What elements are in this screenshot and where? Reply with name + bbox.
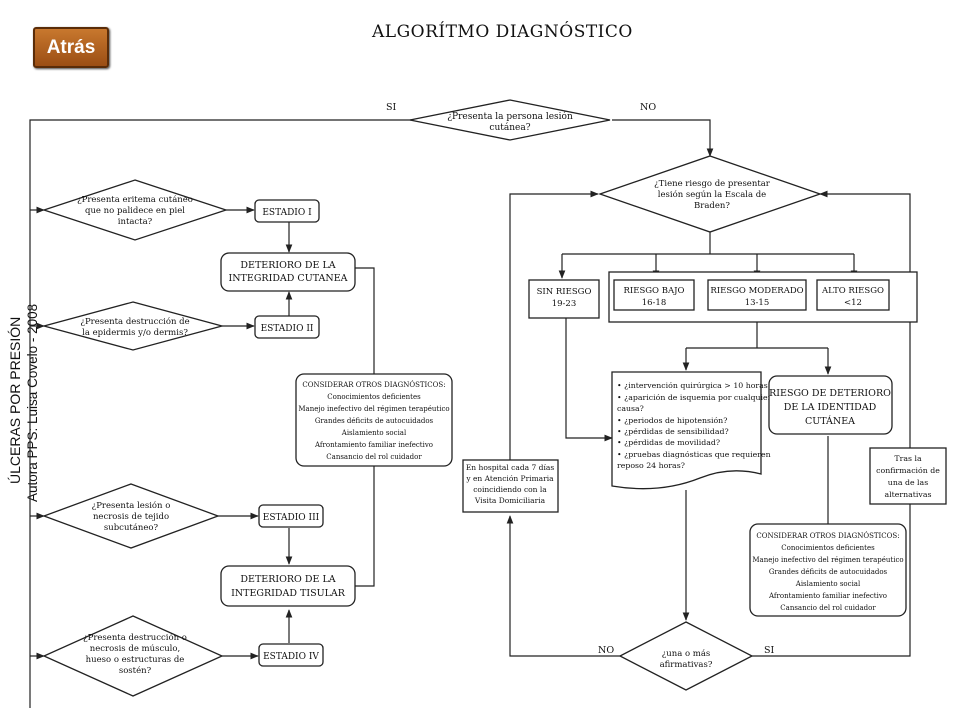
svg-text:• ¿pérdidas de sensibilidad?: • ¿pérdidas de sensibilidad? bbox=[617, 427, 729, 436]
svg-text:Cansancio del rol cuidador: Cansancio del rol cuidador bbox=[780, 604, 876, 612]
svg-text:En hospital cada 7 días: En hospital cada 7 días bbox=[466, 463, 555, 472]
svg-text:CUTÁNEA: CUTÁNEA bbox=[805, 415, 855, 427]
svg-text:¿una o más: ¿una o más bbox=[662, 648, 711, 659]
svg-text:Manejo inefectivo del régimen: Manejo inefectivo del régimen terapéutic… bbox=[752, 556, 903, 564]
svg-text:¿Presenta lesión o: ¿Presenta lesión o bbox=[92, 500, 171, 511]
svg-text:ESTADIO I: ESTADIO I bbox=[262, 208, 312, 218]
stage-4-box: ESTADIO IV bbox=[258, 643, 324, 667]
tras-confirmacion-box: Tras la confirmación de una de las alter… bbox=[869, 447, 947, 505]
preguntas-box: • ¿intervención quirúrgica > 10 horas • … bbox=[611, 371, 772, 490]
svg-text:¿Presenta eritema cutáneo: ¿Presenta eritema cutáneo bbox=[77, 194, 193, 205]
svg-text:necrosis de músculo,: necrosis de músculo, bbox=[90, 643, 180, 654]
riesgo-bajo-box: RIESGO BAJO 16-18 bbox=[613, 279, 695, 311]
decision-necrosis: ¿Presenta lesión o necrosis de tejido su… bbox=[42, 483, 220, 549]
svg-text:sostén?: sostén? bbox=[119, 665, 152, 676]
svg-text:Aislamiento social: Aislamiento social bbox=[341, 429, 407, 437]
svg-text:• ¿pérdidas de movilidad?: • ¿pérdidas de movilidad? bbox=[617, 438, 720, 447]
decision-braden: ¿Tiene riesgo de presentar lesión según … bbox=[598, 155, 822, 233]
svg-text:ESTADIO II: ESTADIO II bbox=[261, 324, 314, 334]
svg-text:¿Tiene riesgo de presentar: ¿Tiene riesgo de presentar bbox=[654, 179, 771, 189]
svg-text:Cansancio del rol cuidador: Cansancio del rol cuidador bbox=[326, 453, 422, 461]
svg-text:ESTADIO III: ESTADIO III bbox=[263, 513, 320, 523]
svg-text:19-23: 19-23 bbox=[552, 299, 577, 309]
alto-riesgo-box: ALTO RIESGO <12 bbox=[816, 279, 890, 311]
stage-3-box: ESTADIO III bbox=[258, 504, 324, 528]
riesgo-deterioro-box: RIESGO DE DETERIORO DE LA IDENTIDAD CUTÁ… bbox=[768, 375, 893, 435]
connectors bbox=[29, 119, 911, 708]
label-no-bottom: NO bbox=[598, 645, 614, 656]
deterioro-cutanea-box: DETERIORO DE LA INTEGRIDAD CUTANEA bbox=[220, 252, 356, 292]
svg-text:coincidiendo con la: coincidiendo con la bbox=[473, 485, 547, 494]
svg-text:¿Presenta la persona lesión: ¿Presenta la persona lesión bbox=[447, 111, 573, 122]
svg-text:alternativas: alternativas bbox=[885, 490, 932, 499]
decision-afirmativas: ¿una o más afirmativas? bbox=[618, 621, 754, 691]
svg-text:ESTADIO IV: ESTADIO IV bbox=[263, 652, 319, 662]
decision-musculo: ¿Presenta destrucción o necrosis de músc… bbox=[42, 615, 224, 697]
stage-1-box: ESTADIO I bbox=[254, 199, 320, 223]
stage-2-box: ESTADIO II bbox=[254, 315, 320, 339]
svg-text:Visita Domiciliaria: Visita Domiciliaria bbox=[474, 496, 546, 505]
label-si-top: SI bbox=[386, 102, 397, 113]
decision-lesion: ¿Presenta la persona lesión cutánea? bbox=[409, 99, 611, 141]
svg-text:reposo 24 horas?: reposo 24 horas? bbox=[617, 461, 685, 470]
decision-epidermis: ¿Presenta destrucción de la epidermis y/… bbox=[41, 301, 225, 351]
svg-text:Grandes déficits de autocuidad: Grandes déficits de autocuidados bbox=[769, 568, 888, 576]
svg-text:RIESGO MODERADO: RIESGO MODERADO bbox=[710, 286, 803, 296]
hospital-box: En hospital cada 7 días y en Atención Pr… bbox=[462, 459, 559, 513]
svg-text:CONSIDERAR OTROS DIAGNÓSTICOS:: CONSIDERAR OTROS DIAGNÓSTICOS: bbox=[302, 380, 445, 389]
svg-text:Tras la: Tras la bbox=[894, 454, 922, 463]
svg-text:INTEGRIDAD CUTANEA: INTEGRIDAD CUTANEA bbox=[228, 273, 347, 284]
svg-text:intacta?: intacta? bbox=[118, 217, 153, 227]
svg-text:confirmación de: confirmación de bbox=[876, 466, 940, 475]
svg-text:• ¿pruebas diagnósticas que r: • ¿pruebas diagnósticas que requieren bbox=[617, 450, 771, 459]
back-button[interactable]: Atrás bbox=[33, 27, 109, 68]
svg-text:subcutáneo?: subcutáneo? bbox=[104, 522, 159, 533]
svg-text:• ¿periodos de hipotensión?: • ¿periodos de hipotensión? bbox=[617, 416, 727, 425]
svg-text:Aislamiento social: Aislamiento social bbox=[795, 580, 861, 588]
svg-text:¿Presenta destrucción o: ¿Presenta destrucción o bbox=[83, 632, 187, 643]
svg-text:DETERIORO DE LA: DETERIORO DE LA bbox=[240, 574, 335, 585]
svg-text:y en Atención Primaria: y en Atención Primaria bbox=[465, 474, 554, 483]
svg-text:lesión según la Escala de: lesión según la Escala de bbox=[658, 189, 766, 200]
label-no-top: NO bbox=[640, 102, 656, 113]
otros-diagnosticos-right: CONSIDERAR OTROS DIAGNÓSTICOS: Conocimie… bbox=[749, 523, 907, 617]
deterioro-tisular-box: DETERIORO DE LA INTEGRIDAD TISULAR bbox=[220, 565, 356, 607]
svg-text:Afrontamiento familiar inefect: Afrontamiento familiar inefectivo bbox=[314, 441, 433, 449]
svg-text:Conocimientos deficientes: Conocimientos deficientes bbox=[327, 393, 421, 401]
svg-text:SIN RIESGO: SIN RIESGO bbox=[537, 287, 592, 297]
decision-eritema: ¿Presenta eritema cutáneo que no palidec… bbox=[41, 179, 229, 241]
label-si-bottom: SI bbox=[764, 645, 775, 656]
svg-text:Braden?: Braden? bbox=[694, 201, 730, 211]
svg-text:hueso o estructuras de: hueso o estructuras de bbox=[86, 655, 185, 665]
svg-text:¿Presenta destrucción de: ¿Presenta destrucción de bbox=[80, 316, 189, 327]
sin-riesgo-box: SIN RIESGO 19-23 bbox=[528, 279, 600, 319]
page-title: ALGORÍTMO DIAGNÓSTICO bbox=[372, 22, 633, 42]
svg-text:afirmativas?: afirmativas? bbox=[660, 660, 713, 670]
svg-text:13-15: 13-15 bbox=[745, 298, 770, 308]
riesgo-moderado-box: RIESGO MODERADO 13-15 bbox=[707, 279, 807, 311]
svg-text:DE LA IDENTIDAD: DE LA IDENTIDAD bbox=[784, 402, 877, 413]
svg-text:la epidermis y/o dermis?: la epidermis y/o dermis? bbox=[82, 328, 188, 338]
svg-text:16-18: 16-18 bbox=[642, 298, 667, 308]
svg-text:<12: <12 bbox=[844, 298, 862, 308]
svg-text:Conocimientos deficientes: Conocimientos deficientes bbox=[781, 544, 875, 552]
svg-text:causa?: causa? bbox=[617, 404, 644, 413]
svg-text:Afrontamiento familiar inefect: Afrontamiento familiar inefectivo bbox=[768, 592, 887, 600]
svg-text:RIESGO DE DETERIORO: RIESGO DE DETERIORO bbox=[769, 388, 891, 399]
svg-text:necrosis de tejido: necrosis de tejido bbox=[93, 512, 169, 522]
otros-diagnosticos-left: CONSIDERAR OTROS DIAGNÓSTICOS: Conocimie… bbox=[295, 373, 453, 467]
svg-text:INTEGRIDAD TISULAR: INTEGRIDAD TISULAR bbox=[231, 588, 346, 599]
svg-text:CONSIDERAR OTROS DIAGNÓSTICOS:: CONSIDERAR OTROS DIAGNÓSTICOS: bbox=[756, 531, 899, 540]
svg-text:que no palidece en piel: que no palidece en piel bbox=[85, 206, 185, 216]
svg-text:una de las: una de las bbox=[888, 478, 928, 487]
svg-text:• ¿aparición de isquemia por: • ¿aparición de isquemia por cualquier bbox=[617, 393, 772, 402]
svg-text:Manejo inefectivo del régimen: Manejo inefectivo del régimen terapéutic… bbox=[298, 405, 449, 413]
svg-text:cutánea?: cutánea? bbox=[489, 122, 530, 133]
svg-text:RIESGO BAJO: RIESGO BAJO bbox=[623, 286, 684, 296]
svg-text:• ¿intervención quirúrgica >: • ¿intervención quirúrgica > 10 horas bbox=[617, 381, 768, 390]
svg-text:ALTO RIESGO: ALTO RIESGO bbox=[821, 286, 884, 296]
svg-text:Grandes déficits de autocuidad: Grandes déficits de autocuidados bbox=[315, 417, 434, 425]
svg-text:DETERIORO DE LA: DETERIORO DE LA bbox=[240, 260, 335, 271]
